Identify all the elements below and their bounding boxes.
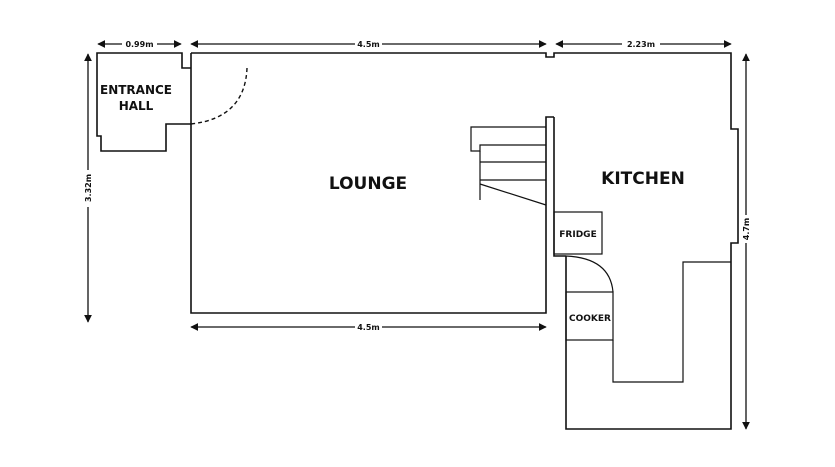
- fridge: [553, 211, 603, 255]
- top-wall: [191, 52, 739, 430]
- entrance-hall-walls: [96, 52, 191, 152]
- dimension-entrance-width: 0.99m: [97, 40, 182, 49]
- lounge-label: LOUNGE: [329, 174, 407, 194]
- staircase: [470, 126, 547, 206]
- stair-wall: [553, 117, 566, 257]
- kitchen-label: KITCHEN: [601, 169, 685, 189]
- fridge-label: FRIDGE: [559, 230, 596, 240]
- svg-text:4.5m: 4.5m: [357, 40, 380, 49]
- svg-text:3.32m: 3.32m: [84, 174, 93, 202]
- dimension-left-height: 3.32m: [84, 53, 93, 323]
- svg-text:0.99m: 0.99m: [125, 40, 153, 49]
- kitchen-worktop: [612, 261, 731, 383]
- dimension-kitchen-width: 2.23m: [555, 40, 732, 49]
- dimension-kitchen-height: 4.7m: [742, 53, 751, 430]
- svg-text:2.23m: 2.23m: [627, 40, 655, 49]
- dimension-lounge-top: 4.5m: [190, 40, 547, 49]
- cooker-label: COOKER: [569, 314, 611, 324]
- dimension-lounge-bottom: 4.5m: [190, 323, 547, 332]
- svg-text:4.5m: 4.5m: [357, 323, 380, 332]
- lounge-walls: [190, 53, 554, 314]
- cooker: [565, 291, 614, 341]
- cooker-corner-arc: [565, 255, 614, 293]
- svg-text:4.7m: 4.7m: [742, 218, 751, 241]
- entrance-hall-label: ENTRANCE: [100, 83, 172, 97]
- entrance-hall-label-2: HALL: [119, 99, 154, 113]
- entrance-door-swing: [190, 67, 248, 125]
